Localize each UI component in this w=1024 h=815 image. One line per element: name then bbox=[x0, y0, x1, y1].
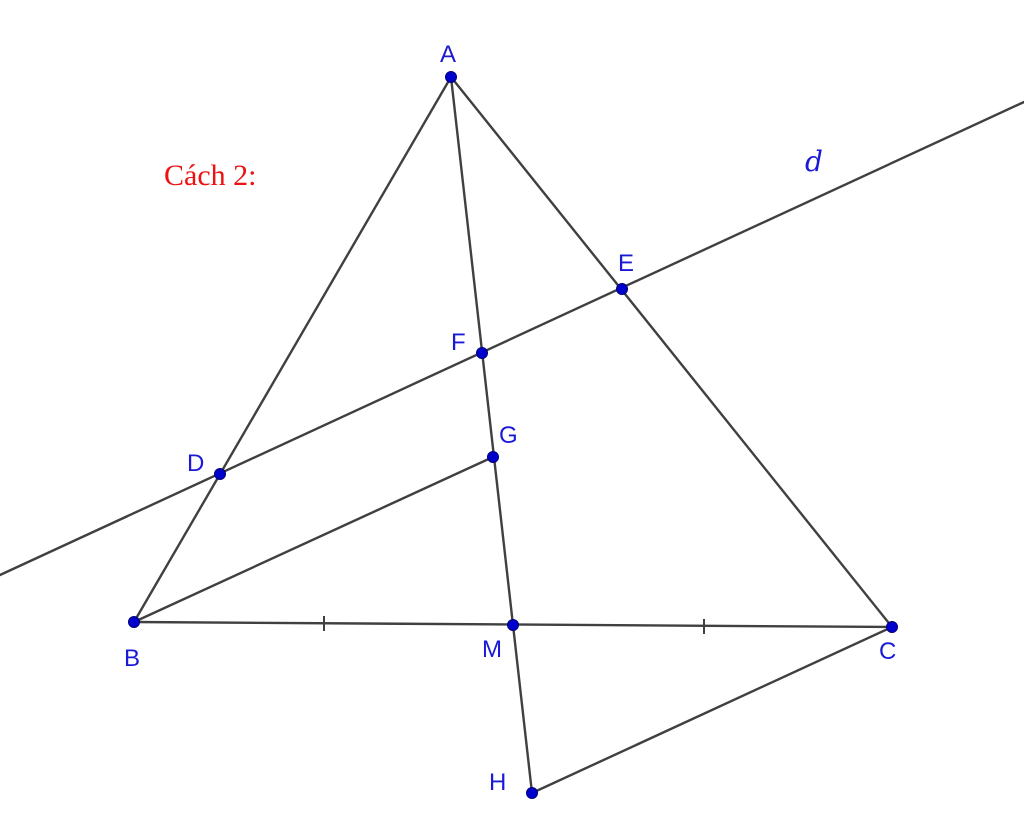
label-m: M bbox=[482, 636, 502, 663]
segment-ab bbox=[132, 75, 453, 624]
point-h[interactable] bbox=[526, 787, 538, 799]
label-b: B bbox=[124, 645, 140, 672]
point-f[interactable] bbox=[476, 347, 488, 359]
caption-text: Cách 2: bbox=[164, 159, 256, 192]
segment-ah bbox=[449, 75, 534, 795]
point-b[interactable] bbox=[128, 616, 140, 628]
label-d: D bbox=[187, 450, 204, 477]
point-e[interactable] bbox=[616, 283, 628, 295]
point-m[interactable] bbox=[507, 619, 519, 631]
point-d[interactable] bbox=[214, 468, 226, 480]
point-g[interactable] bbox=[487, 451, 499, 463]
point-a[interactable] bbox=[445, 71, 457, 83]
segment-ac bbox=[449, 75, 894, 629]
label-e: E bbox=[618, 250, 634, 277]
segment-ch bbox=[530, 625, 894, 795]
point-c[interactable] bbox=[886, 621, 898, 633]
label-a: A bbox=[440, 41, 456, 68]
segment-bg bbox=[132, 455, 495, 624]
line-d bbox=[0, 100, 1024, 577]
label-f: F bbox=[451, 329, 466, 356]
label-g: G bbox=[499, 422, 518, 449]
label-c: C bbox=[879, 638, 896, 665]
line-d-label: d bbox=[805, 145, 823, 178]
label-h: H bbox=[489, 769, 506, 796]
